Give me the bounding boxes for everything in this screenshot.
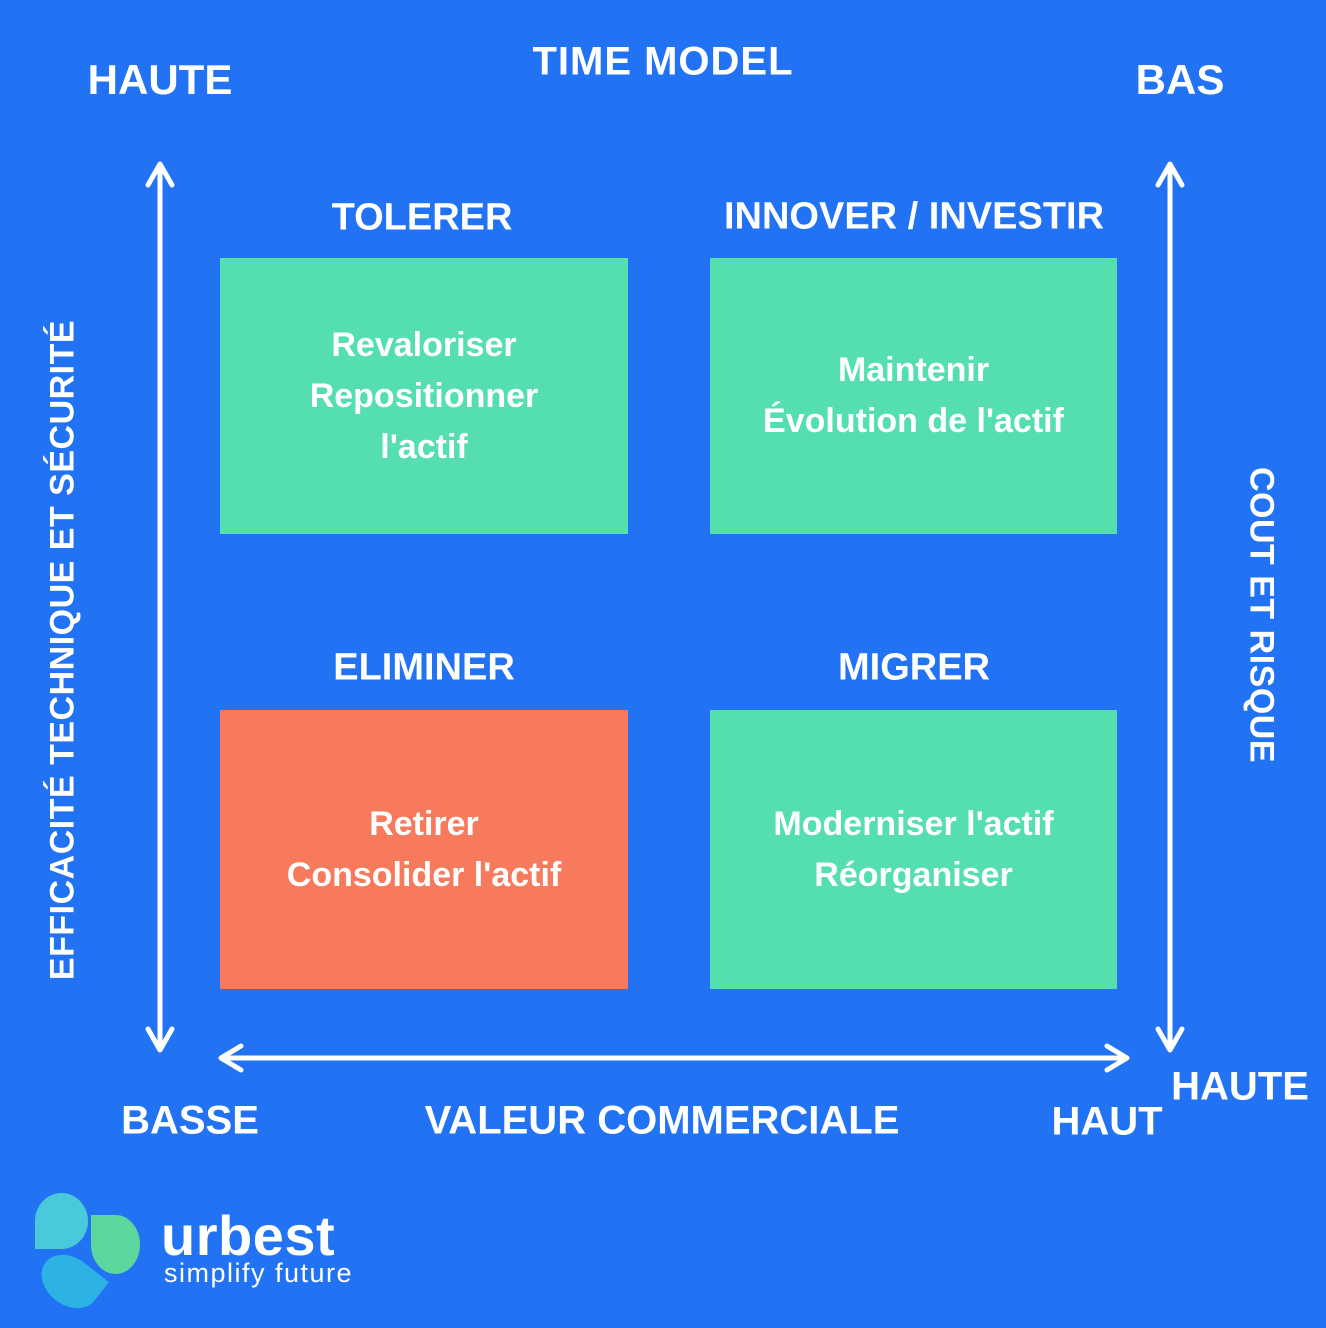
quadrant-text-line: Maintenir <box>837 351 990 389</box>
left-axis-top-label: HAUTE <box>87 56 233 103</box>
quadrant-box-innover-investir: Maintenir Évolution de l'actif <box>710 258 1117 534</box>
bottom-axis-arrow <box>218 1043 1130 1073</box>
left-axis-title: EFFICACITÉ TECHNIQUE ET SÉCURITÉ <box>43 319 82 981</box>
quadrant-box-eliminer: Retirer Consolider l'actif <box>220 710 628 989</box>
quadrant-text-line: Consolider l'actif <box>286 855 562 894</box>
right-axis-top-label: BAS <box>1135 56 1225 103</box>
bottom-axis-left-label: BASSE <box>121 1098 259 1143</box>
droplet-icon <box>35 1193 88 1249</box>
quadrant-label-innover-investir: INNOVER / INVESTIR <box>723 195 1105 238</box>
quadrant-text-line: Moderniser l'actif <box>773 804 1054 843</box>
quadrant-box-tolerer: Revaloriser Repositionner l'actif <box>220 258 628 534</box>
quadrant-box-migrer: Moderniser l'actif Réorganiser <box>710 710 1117 989</box>
logo-tagline: simplify future <box>164 1258 354 1288</box>
quadrant-text-line: Revaloriser <box>331 325 517 364</box>
left-axis-arrow <box>145 161 175 1053</box>
right-axis-title: COUT ET RISQUE <box>1242 466 1281 764</box>
quadrant-label-tolerer: TOLERER <box>331 196 513 239</box>
quadrant-text-line: Évolution de l'actif <box>763 402 1064 440</box>
right-axis-bottom-label: HAUTE <box>1171 1064 1309 1109</box>
quadrant-text-line: Repositionner <box>309 376 539 415</box>
quadrant-label-eliminer: ELIMINER <box>333 646 515 689</box>
quadrant-text-line: l'actif <box>380 427 468 466</box>
quadrant-text-line: Retirer <box>369 804 479 843</box>
right-axis-arrow <box>1155 161 1185 1053</box>
bottom-axis-right-label: HAUT <box>1051 1099 1163 1144</box>
quadrant-label-migrer: MIGRER <box>838 646 990 689</box>
logo-brand-name: urbest <box>161 1204 336 1267</box>
bottom-axis-title: VALEUR COMMERCIALE <box>424 1098 900 1143</box>
quadrant-text-line: Réorganiser <box>814 855 1013 894</box>
droplet-icon <box>91 1215 140 1274</box>
page-title: TIME MODEL <box>532 39 794 84</box>
urbest-logo <box>31 1191 153 1320</box>
